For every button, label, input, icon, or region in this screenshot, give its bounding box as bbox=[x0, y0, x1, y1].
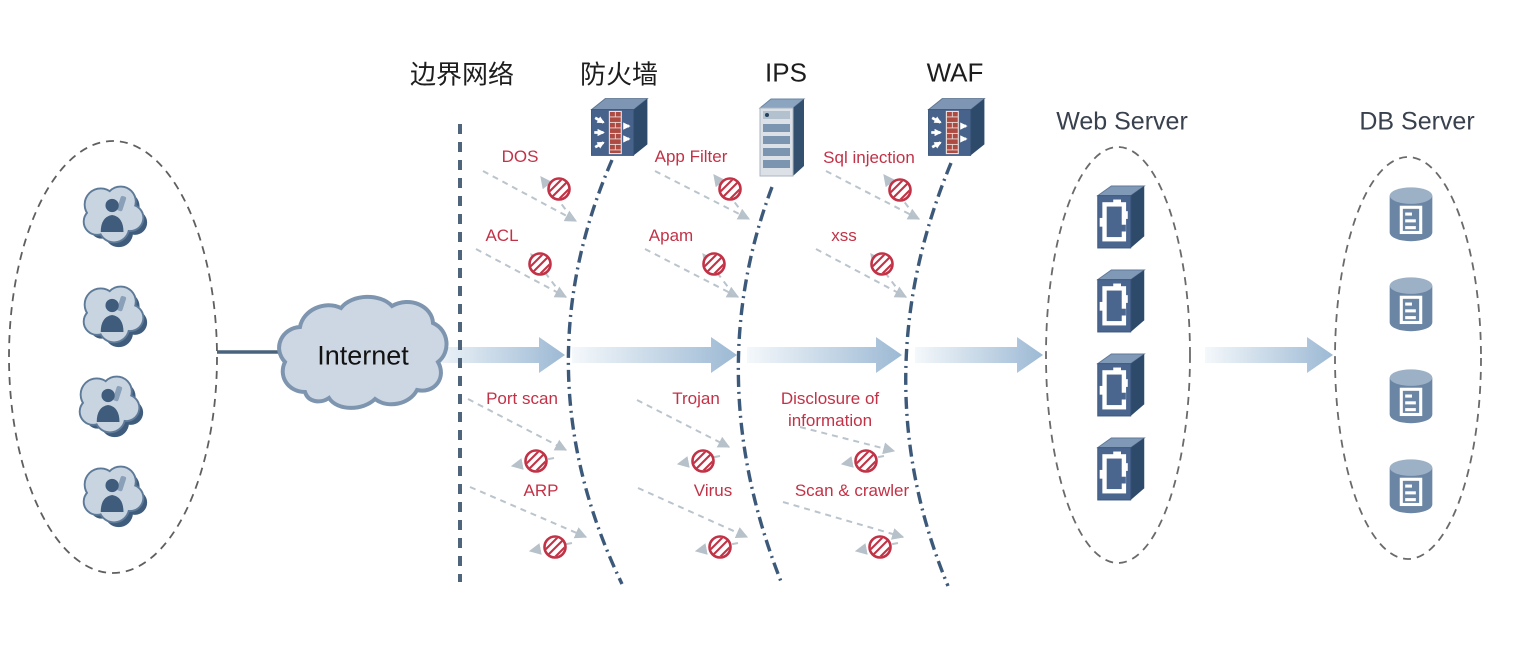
deflect-arrow-disclosure bbox=[840, 455, 885, 468]
waf-icon bbox=[929, 99, 985, 156]
blocked-icon bbox=[693, 451, 716, 474]
blocked-icon bbox=[890, 180, 913, 203]
firewall-icon bbox=[592, 99, 648, 156]
attack-label-scan-crawler: Scan & crawler bbox=[794, 481, 910, 500]
attack-label-arp: ARP bbox=[523, 481, 559, 500]
blocked-icon bbox=[856, 451, 879, 474]
web-server-icon bbox=[1098, 270, 1145, 332]
attack-label-apam: Apam bbox=[648, 226, 694, 245]
database-icon bbox=[1388, 457, 1434, 515]
web-server-icon bbox=[1098, 438, 1145, 500]
db-servers bbox=[1388, 185, 1434, 515]
blocked-icon bbox=[704, 254, 727, 277]
firewall-label: 防火墙 bbox=[579, 59, 659, 90]
firewall-defense-arc bbox=[566, 159, 624, 585]
flow-arrow-firewall-to-ips bbox=[572, 337, 737, 373]
traffic-flow-arrows bbox=[428, 337, 1333, 373]
deflect-arrow-scan-crawler bbox=[854, 542, 899, 555]
web-server-group-ellipse bbox=[1045, 146, 1191, 564]
attack-arrow-virus bbox=[637, 487, 749, 539]
internet-label: Internet bbox=[317, 340, 409, 371]
deflect-arrow-trojan bbox=[676, 455, 721, 468]
web-server-label: Web Server bbox=[1056, 107, 1188, 136]
attack-arrow-apam bbox=[644, 248, 740, 298]
blocked-icon bbox=[720, 179, 743, 202]
web-server-icon bbox=[1098, 354, 1145, 416]
blocked-icon bbox=[545, 537, 568, 560]
database-icon bbox=[1388, 185, 1434, 243]
internet-cloud-icon bbox=[277, 294, 449, 410]
attack-label-disclosure: Disclosure of information bbox=[780, 388, 880, 430]
flow-arrow-ips-to-waf bbox=[747, 337, 902, 373]
deflect-arrow-arp bbox=[528, 542, 573, 555]
blocked-icon bbox=[870, 537, 893, 560]
attack-arrow-port-scan bbox=[467, 398, 568, 451]
attack-arrow-acl bbox=[475, 248, 568, 298]
attack-label-dos: DOS bbox=[501, 147, 539, 166]
attack-label-trojan: Trojan bbox=[672, 389, 720, 408]
waf-label: WAF bbox=[926, 57, 984, 88]
blocked-icon bbox=[530, 254, 553, 277]
deflect-arrow-acl bbox=[530, 253, 563, 296]
attack-label-sql-injection: Sql injection bbox=[823, 148, 915, 167]
attack-arrow-scan-crawler bbox=[782, 501, 905, 540]
attack-label-xss: xss bbox=[831, 226, 857, 245]
blocked-icon bbox=[872, 254, 895, 277]
attack-label-port-scan: Port scan bbox=[486, 389, 558, 408]
user-cloud-icon bbox=[82, 185, 150, 250]
blocked-icon bbox=[526, 451, 549, 474]
flow-arrow-webserver-to-dbserver bbox=[1205, 337, 1333, 373]
blocked-icon bbox=[710, 537, 733, 560]
flow-arrow-internet-to-firewall bbox=[428, 337, 565, 373]
user-cloud-icon bbox=[78, 375, 146, 440]
attack-label-acl: ACL bbox=[485, 226, 519, 245]
border-network-label: 边界网络 bbox=[409, 59, 515, 90]
ips-label: IPS bbox=[765, 57, 807, 88]
ips-defense-arc bbox=[736, 186, 784, 585]
waf-defense-arc bbox=[904, 162, 953, 587]
user-cloud-icon bbox=[82, 285, 150, 350]
blocked-icon bbox=[549, 179, 572, 202]
deflect-arrow-virus bbox=[694, 542, 739, 555]
ips-server-icon bbox=[759, 98, 805, 177]
flow-arrow-waf-to-webserver bbox=[915, 337, 1043, 373]
db-server-group-ellipse bbox=[1334, 156, 1482, 560]
web-server-icon bbox=[1098, 186, 1145, 248]
attacker-users bbox=[78, 185, 150, 530]
deflect-arrow-port-scan bbox=[510, 457, 555, 470]
attack-label-app-filter: App Filter bbox=[654, 147, 728, 166]
attackers-group-ellipse bbox=[8, 140, 218, 574]
attack-arrow-disclosure bbox=[799, 426, 896, 455]
database-icon bbox=[1388, 275, 1434, 333]
database-icon bbox=[1388, 367, 1434, 425]
web-servers bbox=[1098, 186, 1145, 500]
attack-label-virus: Virus bbox=[693, 481, 733, 500]
db-server-label: DB Server bbox=[1359, 107, 1475, 136]
defense-arcs bbox=[566, 159, 953, 587]
attack-arrow-xss bbox=[815, 248, 908, 298]
user-cloud-icon bbox=[82, 465, 150, 530]
